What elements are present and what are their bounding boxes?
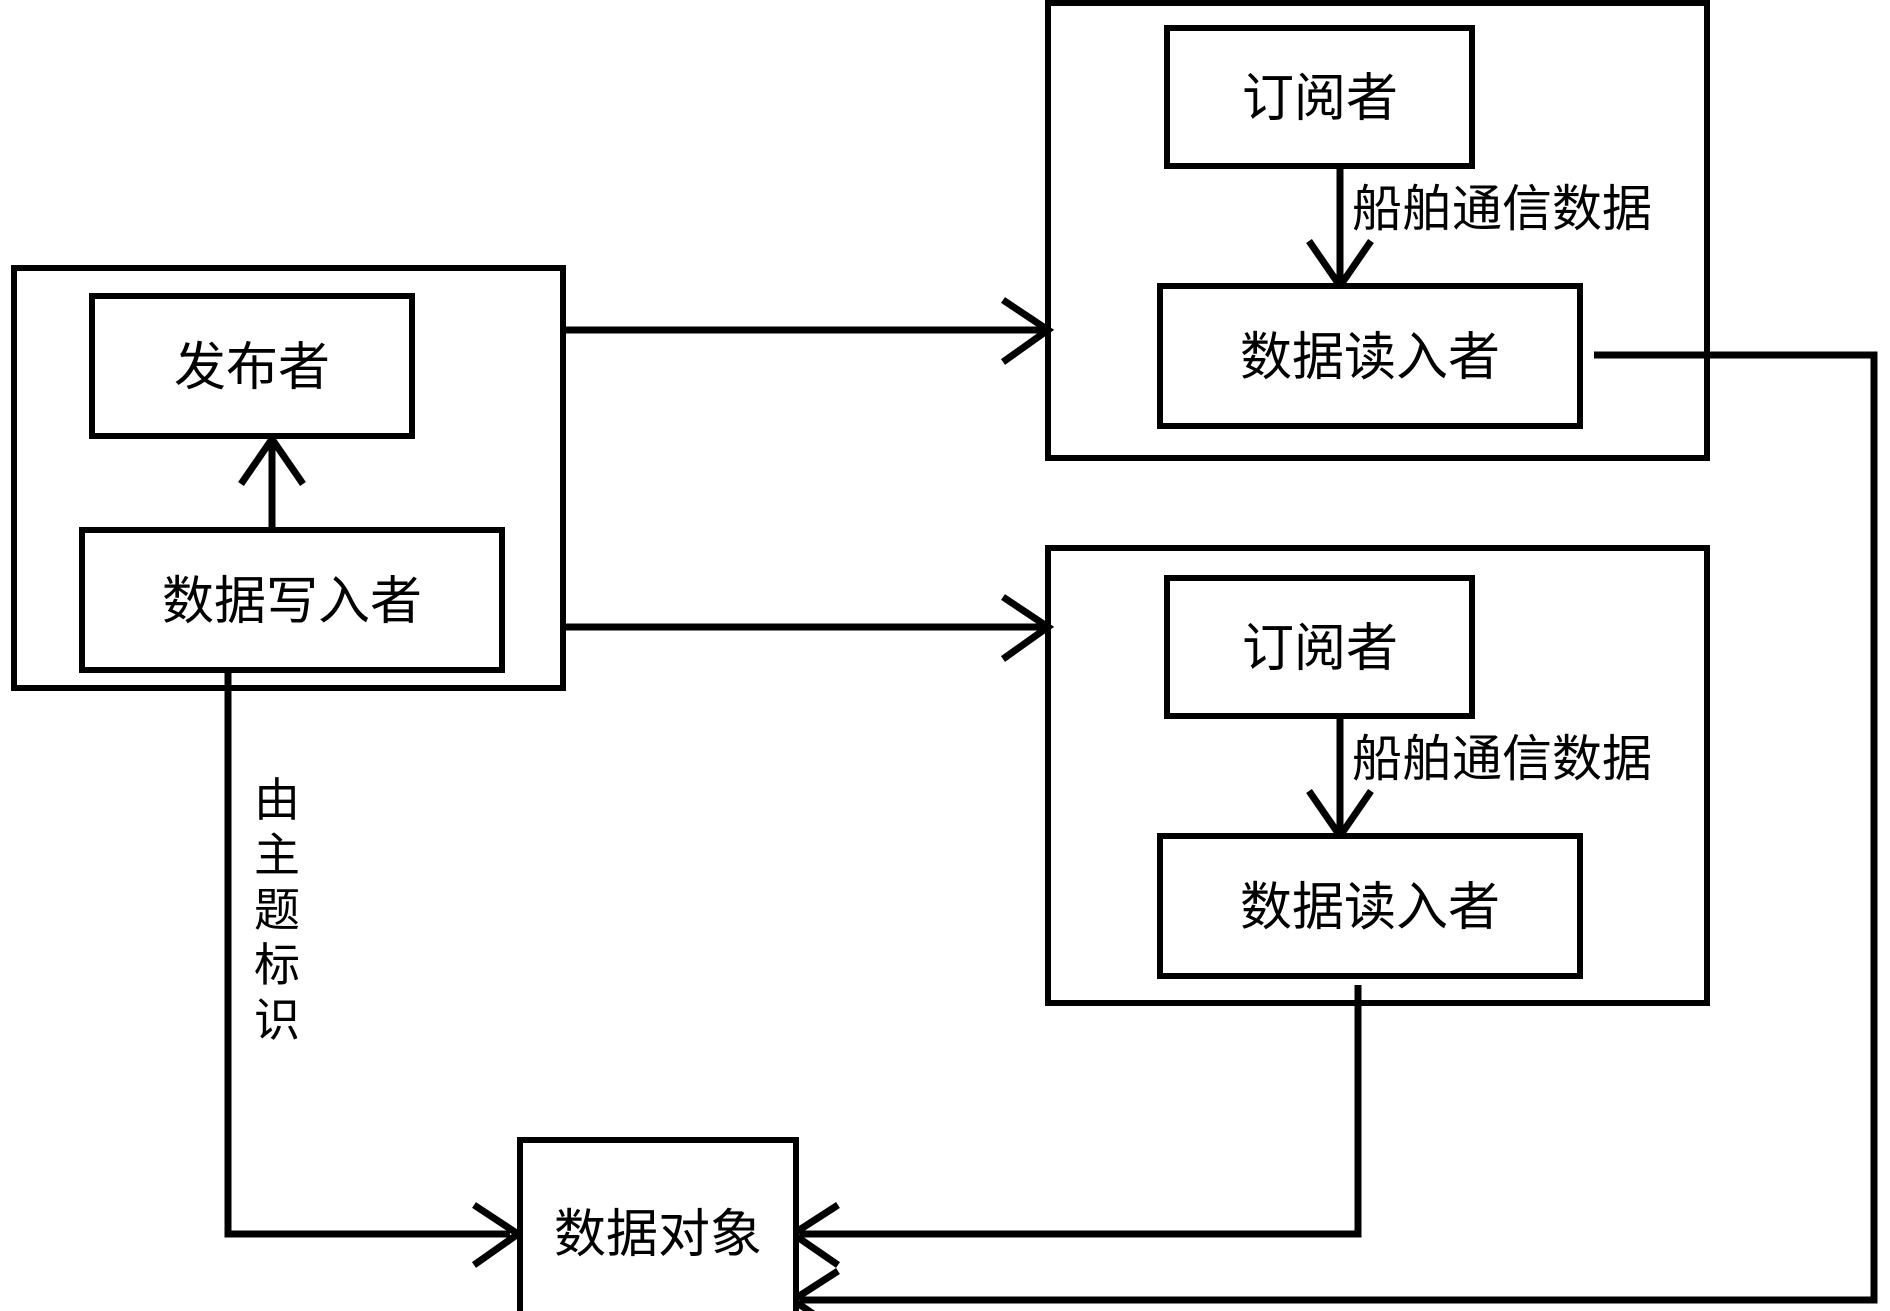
- subscriber-2-node[interactable]: 订阅者: [1164, 575, 1475, 719]
- subscriber-1-node[interactable]: 订阅者: [1164, 25, 1475, 169]
- subscriber-2-node-box: [1164, 575, 1475, 719]
- subscriber-1-node-box: [1164, 25, 1475, 169]
- arrow-head-icon: [786, 1268, 840, 1311]
- publisher-container[interactable]: 发布者 数据写入者: [11, 265, 566, 691]
- edge-data-writer-to-publisher: [238, 432, 306, 530]
- subscriber-container-1[interactable]: 订阅者 船舶通信数据 数据读入者: [1045, 0, 1710, 461]
- subscriber-container-2[interactable]: 订阅者 船舶通信数据 数据读入者: [1045, 545, 1710, 1006]
- edge-line: [224, 664, 510, 1238]
- publisher-node-label: 发布者: [174, 338, 330, 398]
- publisher-node-box: [89, 293, 415, 439]
- edge-subscriber-1-to-data-reader-1: 船舶通信数据: [1306, 168, 1652, 293]
- data-reader-2-node-box: [1157, 833, 1583, 979]
- data-writer-node-label: 数据写入者: [162, 572, 422, 632]
- edge-label-topic-identified: 由 主 题 标 识: [254, 773, 300, 1047]
- data-object-node[interactable]: 数据对象: [517, 1137, 799, 1311]
- vertical-label-char-3: 标: [254, 938, 300, 992]
- vertical-label-char-0: 由: [254, 773, 300, 827]
- edge-publisher-to-subscriber-1: [563, 297, 1055, 365]
- data-reader-1-node-box: [1157, 283, 1583, 429]
- edge-line: [800, 351, 1878, 1304]
- publisher-node[interactable]: 发布者: [89, 293, 415, 439]
- edge-line: [800, 985, 1362, 1238]
- subscriber-2-node-label: 订阅者: [1242, 619, 1398, 679]
- edge-publisher-to-subscriber-2: [563, 594, 1055, 662]
- data-object-node-box: [517, 1137, 799, 1311]
- edge-data-reader-2-to-data-object: [786, 985, 1362, 1268]
- data-object-node-label: 数据对象: [554, 1205, 762, 1265]
- data-reader-2-node[interactable]: 数据读入者: [1157, 833, 1583, 979]
- data-reader-1-node-label: 数据读入者: [1240, 328, 1500, 388]
- vertical-label-char-4: 识: [254, 993, 300, 1047]
- data-reader-2-node-label: 数据读入者: [1240, 878, 1500, 938]
- edge-subscriber-2-to-data-reader-2: 船舶通信数据: [1306, 718, 1652, 843]
- data-writer-node-box: [79, 527, 505, 673]
- subscriber-container-1-outline: [1045, 0, 1710, 461]
- data-reader-1-node[interactable]: 数据读入者: [1157, 283, 1583, 429]
- data-writer-node[interactable]: 数据写入者: [79, 527, 505, 673]
- subscriber-1-node-label: 订阅者: [1242, 69, 1398, 129]
- arrow-head-icon: [238, 432, 306, 486]
- vertical-label-char-2: 题: [254, 883, 300, 937]
- publisher-container-outline: [11, 265, 566, 691]
- subscriber-container-2-outline: [1045, 545, 1710, 1006]
- vertical-label-char-1: 主: [254, 828, 300, 882]
- edge-label-ship-comm-data-1: 船舶通信数据: [1352, 180, 1652, 238]
- edge-label-ship-comm-data-2: 船舶通信数据: [1352, 730, 1652, 788]
